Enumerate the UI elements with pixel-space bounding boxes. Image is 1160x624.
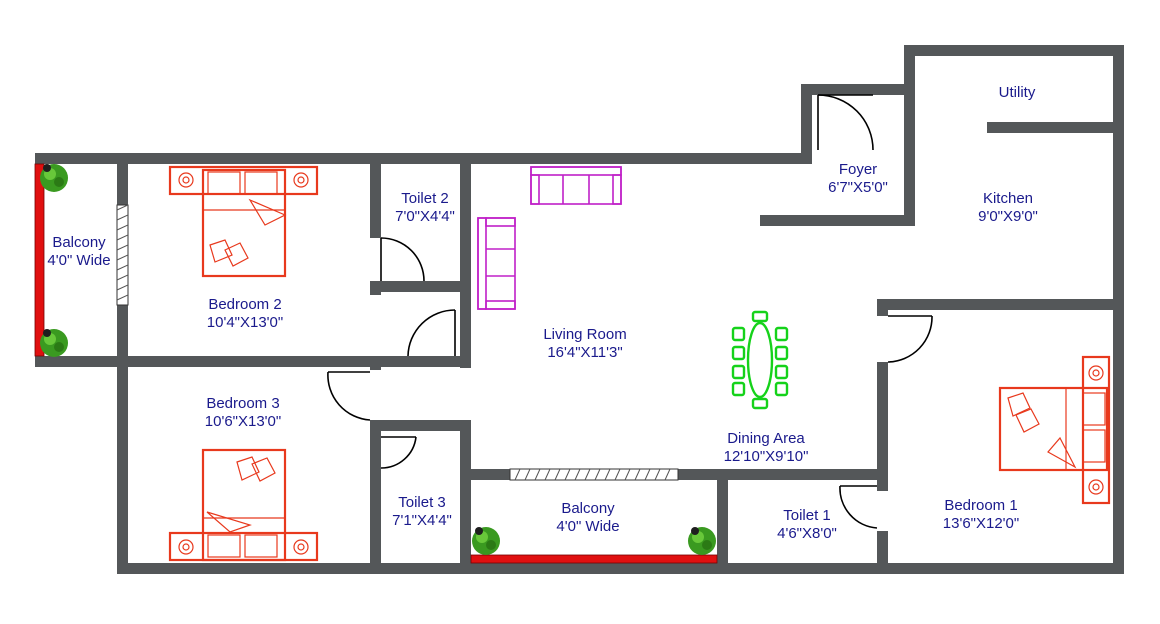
- room-size-balcony-left: 4'0" Wide: [47, 252, 110, 269]
- plant-icon: [40, 329, 68, 357]
- plant-icon: [472, 527, 500, 555]
- plant-icon: [688, 527, 716, 555]
- room-name-toilet3: Toilet 3: [398, 494, 446, 511]
- door-swing-icon: [817, 94, 874, 151]
- room-size-toilet1: 4'6"X8'0": [777, 525, 837, 542]
- room-size-kitchen: 9'0"X9'0": [978, 208, 1038, 225]
- plant-icon: [40, 164, 68, 192]
- door-swing-icon: [839, 485, 878, 529]
- room-size-living: 16'4"X11'3": [547, 344, 622, 361]
- room-size-toilet3: 7'1"X4'4": [392, 512, 452, 529]
- room-name-dining: Dining Area: [727, 430, 805, 447]
- room-size-bedroom3: 10'6"X13'0": [205, 413, 281, 430]
- room-name-foyer: Foyer: [839, 161, 877, 178]
- room-name-balcony-left: Balcony: [52, 234, 106, 251]
- room-size-bedroom1: 13'6"X12'0": [943, 515, 1019, 532]
- balcony-rail: [34, 163, 45, 357]
- room-name-toilet1: Toilet 1: [783, 507, 831, 524]
- bed-icon: [998, 355, 1111, 505]
- room-name-bedroom2: Bedroom 2: [208, 296, 281, 313]
- door-swing-icon: [380, 436, 417, 469]
- walls: [35, 45, 1124, 574]
- room-name-bedroom1: Bedroom 1: [944, 497, 1017, 514]
- room-size-foyer: 6'7"X5'0": [828, 179, 888, 196]
- sofa-icon: [477, 217, 516, 310]
- room-name-living: Living Room: [543, 326, 626, 343]
- room-name-bedroom3: Bedroom 3: [206, 395, 279, 412]
- door-swing-icon: [887, 315, 933, 363]
- room-name-kitchen: Kitchen: [983, 190, 1033, 207]
- door-swing-icon: [407, 309, 456, 357]
- room-size-toilet2: 7'0"X4'4": [395, 208, 455, 225]
- room-size-bedroom2: 10'4"X13'0": [207, 314, 283, 331]
- room-size-dining: 12'10"X9'10": [724, 448, 809, 465]
- bed-icon: [168, 448, 319, 562]
- window-icon: [509, 468, 679, 481]
- sofa-icon: [530, 166, 622, 205]
- room-size-balcony-bottom: 4'0" Wide: [556, 518, 619, 535]
- room-name-utility: Utility: [999, 84, 1036, 101]
- window-icon: [116, 204, 129, 306]
- door-swing-icon: [327, 371, 371, 421]
- room-name-toilet2: Toilet 2: [401, 190, 449, 207]
- door-swing-icon: [380, 237, 425, 282]
- balcony-rail: [470, 554, 718, 564]
- room-name-balcony-bottom: Balcony: [561, 500, 615, 517]
- dining-table-icon: [731, 310, 789, 410]
- bed-icon: [168, 165, 319, 278]
